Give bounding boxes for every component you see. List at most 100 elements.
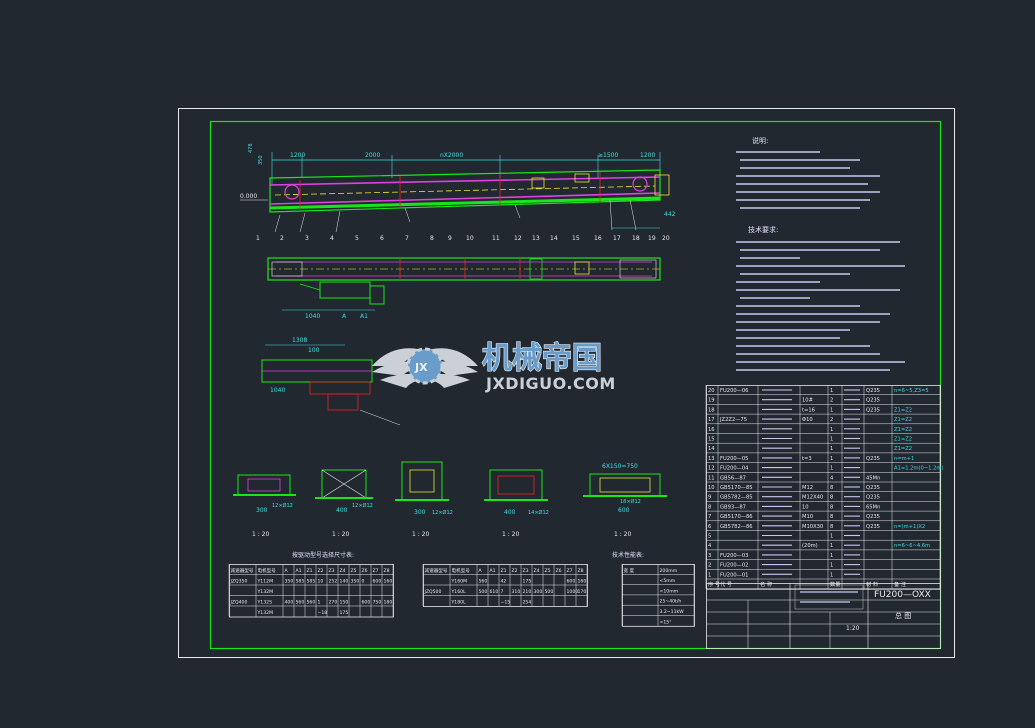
table-header-cell: Z2	[318, 568, 324, 574]
table-cell: <10mm	[660, 588, 679, 594]
dim-top-1: 2000	[365, 152, 380, 159]
table-cell: 3.2~11kW	[660, 609, 685, 615]
bom-header-cell: 代 号	[720, 580, 732, 588]
bom-cell: FU200—06	[720, 388, 748, 394]
bom-cell: 6	[708, 524, 711, 530]
bom-cell: (20m)	[802, 543, 818, 549]
bom-header-cell: 序 号	[708, 580, 720, 588]
table-cell: Y132S	[257, 600, 273, 606]
table-cell: 300	[534, 589, 543, 595]
bom-cell: 8	[708, 504, 711, 510]
bom-header-cell: 材 料	[866, 580, 878, 588]
bom-cell: GB93—87	[720, 504, 746, 510]
table-header-cell: Z6	[556, 568, 562, 574]
table-cell: 宽 度	[624, 567, 635, 574]
part-no-6: 6	[380, 235, 384, 242]
table-header-cell: Z7	[373, 568, 379, 574]
dim-top-0: 1200	[290, 152, 305, 159]
part-no-1: 1	[256, 235, 260, 242]
table-cell: 150	[340, 600, 349, 606]
table-cell: 500	[545, 589, 554, 595]
table-cell: 585	[296, 579, 305, 585]
table-cell: 10	[318, 579, 324, 585]
table-header-cell: Z1	[307, 568, 313, 574]
bom-cell: Z1=Z2	[894, 407, 912, 413]
table-cell: 560	[307, 600, 316, 606]
table-cell: 25~40t/h	[660, 599, 682, 605]
table-cell: <5mm	[660, 578, 676, 584]
notes-title-2: 技术要求:	[748, 225, 778, 234]
table-cell: 585	[307, 579, 316, 585]
table-cell: 180	[384, 600, 393, 606]
bom-header-cell: 名 称	[760, 580, 772, 588]
bom-cell: 8	[830, 495, 833, 501]
bom-cell: Q235	[866, 456, 880, 462]
bom-cell: Q235	[866, 485, 880, 491]
table-cell: Y112M	[257, 579, 274, 585]
bom-cell: 45Mn	[866, 475, 880, 481]
cross-section-3: 300 12×Ø12 1 : 20	[395, 461, 453, 538]
table-cell: 175	[523, 579, 532, 585]
drive-table-title: 按驱动型号选择尺寸表:	[292, 551, 354, 559]
watermark-logo-letters: JX	[414, 361, 428, 374]
dim-left-0: 478	[248, 143, 254, 153]
table-header-cell: Z4	[340, 568, 346, 574]
bom-cell: n=6~5,Z3=5	[894, 388, 929, 394]
table-header-cell: Z8	[578, 568, 584, 574]
bom-cell: 19	[708, 398, 715, 404]
cs3-holes: 12×Ø12	[432, 509, 453, 516]
bom-cell: Q235	[866, 514, 880, 520]
performance-table-title: 技术性能表:	[612, 551, 644, 559]
table-header-cell: A1	[490, 568, 496, 574]
table-header-cell: 减速器型号	[231, 567, 254, 574]
part-no-4: 4	[330, 235, 334, 242]
cross-section-2: 400 12×Ø12 1 : 20	[315, 469, 373, 538]
notes-title-1: 说明:	[752, 136, 768, 145]
dim-top-3: ≥1500	[598, 152, 618, 159]
table-cell: 210	[523, 589, 532, 595]
bom-cell: 8	[830, 514, 833, 520]
table-cell: 310	[512, 589, 521, 595]
cross-section-5: 6X150=750 600 18×Ø12 1 : 20	[583, 463, 667, 538]
watermark-url: JXDIGUO.COM	[485, 374, 616, 393]
notes-block: 说明: 技术要求:	[736, 136, 905, 371]
bom-cell: FU200—05	[720, 456, 748, 462]
detail-dim-1: 100	[308, 347, 320, 354]
dim-top-2: nX2000	[440, 152, 463, 159]
table-cell: 175	[340, 610, 349, 616]
table-header-cell: Z3	[523, 568, 529, 574]
cross-sections: 300 12×Ø12 1 : 20 400 12×Ø12 1 : 20 300 …	[233, 461, 667, 538]
part-no-2: 2	[280, 235, 284, 242]
bom-cell: 9	[708, 495, 711, 501]
dim-lower-0: 1040	[305, 313, 320, 320]
table-header-cell: Z8	[384, 568, 390, 574]
table-cell: <15°	[660, 619, 672, 625]
bom-cell: FU200—01	[720, 572, 748, 578]
sheet-border	[178, 108, 955, 658]
part-no-3: 3	[305, 235, 309, 242]
table-cell: 160	[384, 579, 393, 585]
table-cell: 270	[329, 600, 338, 606]
title-block: FU200—OXX 总 图 1:20	[706, 583, 941, 649]
table-header-cell: 减速器型号	[425, 567, 448, 574]
bom-cell: 12	[708, 466, 715, 472]
bom-cell: 10	[708, 485, 715, 491]
bom-cell: 20	[708, 388, 715, 394]
bom-cell: 2	[830, 398, 833, 404]
bom-cell: 1	[830, 437, 833, 443]
bom-cell: Q235	[866, 407, 880, 413]
bom-cell: Φ10	[802, 417, 813, 423]
part-no-8: 8	[430, 235, 434, 242]
bom-header-cell: 数量	[830, 580, 840, 588]
conveyor-plan-view: 1040 A A1	[267, 257, 661, 320]
dim-left-1: 350	[258, 155, 264, 165]
dim-lower-1: A	[342, 313, 347, 320]
table-cell: 560	[479, 579, 488, 585]
cs5-holes: 18×Ø12	[620, 498, 641, 505]
cs5-top-dim: 6X150=750	[602, 463, 638, 470]
bom-cell: 2	[830, 417, 833, 423]
part-no-9: 9	[448, 235, 452, 242]
